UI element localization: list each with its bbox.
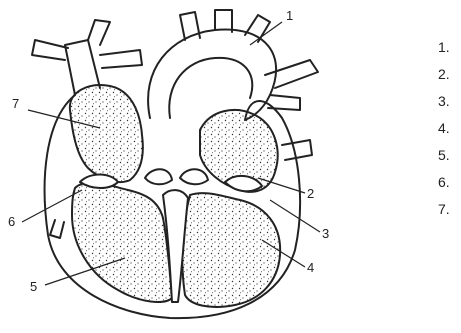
left-stub (50, 220, 64, 238)
callout-7: 7 (12, 96, 19, 111)
answer-item-1: 1. (438, 34, 460, 61)
answer-item-4: 4. (438, 115, 460, 142)
callout-1: 1 (286, 8, 293, 23)
right-ventricle (72, 182, 172, 302)
leader-1 (250, 22, 282, 45)
answer-item-6: 6. (438, 169, 460, 196)
left-vessel-3 (100, 50, 142, 68)
answer-list: 1. 2. 3. 4. 5. 6. 7. (438, 34, 460, 223)
right-atrium (70, 85, 143, 182)
answer-item-2: 2. (438, 61, 460, 88)
pulmonary-vessel-3 (282, 140, 312, 160)
left-ventricle (182, 193, 280, 307)
callout-3: 3 (322, 226, 329, 241)
callout-5: 5 (30, 279, 37, 294)
answer-item-5: 5. (438, 142, 460, 169)
callout-6: 6 (8, 214, 15, 229)
callout-4: 4 (307, 260, 314, 275)
leader-3 (270, 200, 320, 232)
callout-2: 2 (307, 186, 314, 201)
aorta-branch-3 (245, 15, 270, 42)
tricuspid-valve (80, 175, 118, 189)
left-vessel-1 (32, 40, 68, 60)
answer-item-7: 7. (438, 196, 460, 223)
pulmonary-vessel-1 (265, 60, 318, 88)
semilunar-valve-left (145, 169, 172, 184)
answer-item-3: 3. (438, 88, 460, 115)
left-vessel-2 (88, 20, 110, 45)
aorta-arch (148, 29, 276, 120)
semilunar-valve-right (180, 169, 208, 184)
aorta-inner (169, 58, 252, 118)
